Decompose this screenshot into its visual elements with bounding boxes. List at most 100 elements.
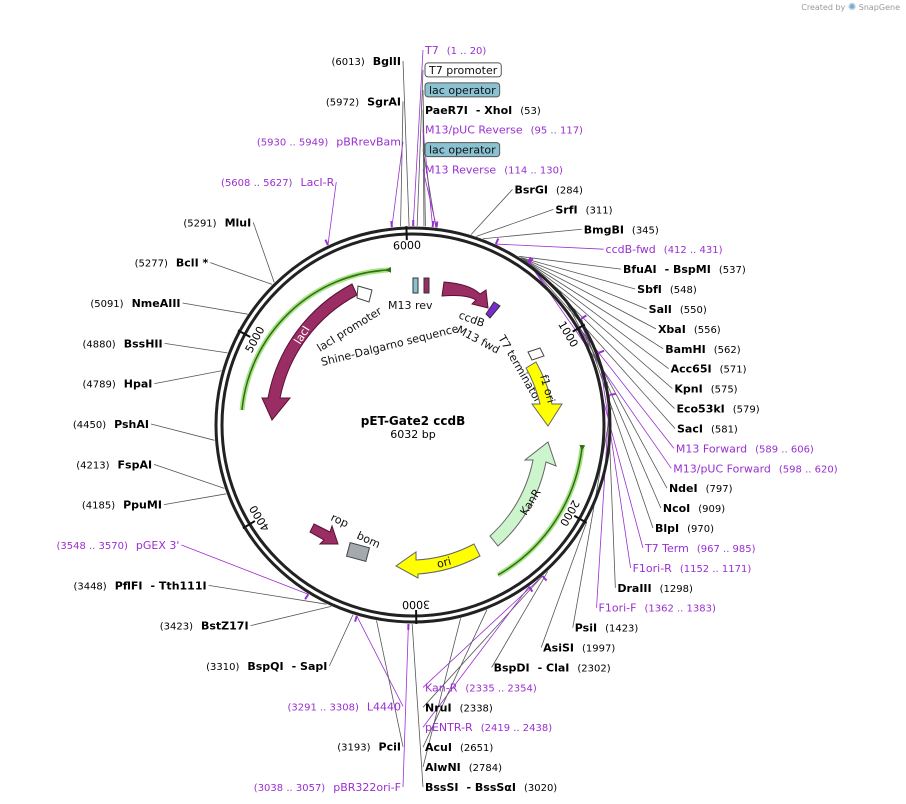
site-name: M13/pUC Reverse <box>425 124 523 137</box>
site-label: Kan-R(2335 .. 2354) <box>425 681 537 694</box>
site-name: HpaI <box>124 378 153 391</box>
leader-m13-reverse <box>422 169 437 228</box>
enzyme-site-bamhi[interactable]: BamHI(562) <box>665 343 741 356</box>
site-coord: (2302) <box>577 663 610 674</box>
site-name: SbfI <box>637 283 662 296</box>
primer-site-pgex-3[interactable]: (3548 .. 3570)pGEX 3' <box>56 539 179 552</box>
site-name: FspAI <box>118 458 153 471</box>
primer-site-laci-r[interactable]: (5608 .. 5627)LacI-R <box>221 176 335 189</box>
site-coord: (5608 .. 5627) <box>221 178 293 189</box>
enzyme-site-pflfi[interactable]: (3448)PflFI- Tth111I <box>73 579 206 592</box>
enzyme-site-eco53ki[interactable]: Eco53kI(579) <box>676 403 759 416</box>
enzyme-site-nrui[interactable]: NruI(2338) <box>425 701 493 714</box>
enzyme-site-kpni[interactable]: KpnI(575) <box>674 383 737 396</box>
feature-box-lac-operator[interactable]: lac operator <box>424 82 501 98</box>
site-name: PciI <box>379 741 401 754</box>
enzyme-site-hpai[interactable]: (4789)HpaI <box>83 378 153 391</box>
enzyme-site-blpi[interactable]: BlpI(970) <box>655 522 714 535</box>
site-label: Eco53kI(579) <box>676 403 759 416</box>
enzyme-site-bspqi[interactable]: (3310)BspQI- SapI <box>206 660 327 673</box>
leader-laci-r <box>327 181 337 246</box>
feature-rop[interactable]: rop <box>309 511 351 545</box>
enzyme-site-fspai[interactable]: (4213)FspAI <box>76 458 152 471</box>
feature-box-t7-promoter[interactable]: T7 promoter <box>424 62 502 78</box>
enzyme-site-pshai[interactable]: (4450)PshAI <box>73 418 149 431</box>
site-name: NcoI <box>663 502 690 515</box>
primer-site-f1ori-r[interactable]: F1ori-R(1152 .. 1171) <box>633 562 752 575</box>
site-coord: (589 .. 606) <box>755 444 814 455</box>
enzyme-site-pcii[interactable]: (3193) PciI <box>337 741 401 754</box>
site-name: PaeR7I <box>425 104 468 117</box>
enzyme-site-mlui[interactable]: (5291)MluI <box>183 216 251 229</box>
site-coord: (571) <box>720 365 747 376</box>
site-label: Acc65I(571) <box>671 363 747 376</box>
enzyme-site-asisi[interactable]: AsiSI(1997) <box>543 642 615 655</box>
primer-site-f1ori-f[interactable]: F1ori-F(1362 .. 1383) <box>599 602 716 615</box>
enzyme-site-bsrgi[interactable]: BsrGI(284) <box>515 183 583 196</box>
enzyme-site-acui[interactable]: AcuI(2651) <box>425 741 493 754</box>
enzyme-site-ppumi[interactable]: (4185)PpuMI <box>82 499 162 512</box>
site-label: (3291 .. 3308) L4440 <box>287 700 401 713</box>
primer-site-m13-puc-reverse[interactable]: M13/pUC Reverse(95 .. 117) <box>425 124 583 137</box>
site-label: (4213)FspAI <box>76 458 152 471</box>
feature-bom[interactable]: bom <box>345 529 383 562</box>
primer-site-l4440[interactable]: (3291 .. 3308) L4440 <box>287 700 401 713</box>
tick-2000 <box>573 514 587 524</box>
primer-site-kan-r[interactable]: Kan-R(2335 .. 2354) <box>425 681 537 694</box>
site-coord: (3193) <box>337 743 370 754</box>
site-coord: (967 .. 985) <box>697 544 756 555</box>
enzyme-site-bstz17i[interactable]: (3423)BstZ17I <box>160 620 249 633</box>
primer-site-pbrrevbam[interactable]: (5930 .. 5949)pBRrevBam <box>257 136 401 149</box>
enzyme-site-bsssi[interactable]: BssSI- BssSαI(3020) <box>425 781 557 794</box>
leader-bsshii <box>164 342 228 354</box>
box-label: lac operator <box>429 84 496 97</box>
enzyme-site-sbfi[interactable]: SbfI(548) <box>637 283 697 296</box>
enzyme-site-bfuai[interactable]: BfuAI- BspMI(537) <box>623 263 746 276</box>
primer-site-t7-term[interactable]: T7 Term(967 .. 985) <box>644 542 756 555</box>
enzyme-site-xbai[interactable]: XbaI(556) <box>658 323 721 336</box>
site-label: (4789)HpaI <box>83 378 153 391</box>
enzyme-site-paer7i[interactable]: PaeR7I- XhoI(53) <box>425 104 541 117</box>
primer-site-m13-forward[interactable]: M13 Forward(589 .. 606) <box>676 442 814 455</box>
site-coord: (3291 .. 3308) <box>287 702 359 713</box>
feature-f1-ori[interactable]: f1 ori <box>525 361 563 427</box>
enzyme-site-alwni[interactable]: AlwNI(2784) <box>425 761 502 774</box>
enzyme-site-saci[interactable]: SacI(581) <box>677 422 738 435</box>
site-coord: (1298) <box>660 584 693 595</box>
enzyme-site-acc65i[interactable]: Acc65I(571) <box>671 363 747 376</box>
site-name: pGEX 3' <box>136 539 180 552</box>
site-name: pBRrevBam <box>336 136 401 149</box>
primer-site-ccdb-fwd[interactable]: ccdB-fwd(412 .. 431) <box>606 243 723 256</box>
enzyme-site-psii[interactable]: PsiI(1423) <box>575 622 639 635</box>
enzyme-site-bglii[interactable]: (6013)BglII <box>332 55 401 68</box>
feature-ccdb[interactable]: ccdB <box>441 281 489 330</box>
primer-site-pentr-r[interactable]: pENTR-R(2419 .. 2438) <box>425 721 552 734</box>
primer-mark-pbrrevbam <box>390 221 393 228</box>
plasmid-size: 6032 bp <box>390 428 435 441</box>
primer-site-pbr322ori-f[interactable]: (3038 .. 3057)pBR322ori-F <box>254 781 401 794</box>
primer-site-m13-puc-forward[interactable]: M13/pUC Forward(598 .. 620) <box>673 462 837 475</box>
enzyme-site-draiii[interactable]: DraIII(1298) <box>617 582 693 595</box>
enzyme-site-sgrai[interactable]: (5972)SgrAI <box>326 95 401 108</box>
primer-site-t7[interactable]: T7(1 .. 20) <box>424 44 486 57</box>
site-coord: (3038 .. 3057) <box>254 783 326 794</box>
enzyme-site-srfi[interactable]: SrfI(311) <box>555 203 612 216</box>
enzyme-site-bcli[interactable]: (5277)BclI * <box>135 257 209 270</box>
enzyme-site-bmgbi[interactable]: BmgBI(345) <box>584 223 659 236</box>
leader-bamhi <box>522 258 664 350</box>
leader-ccdb-fwd <box>495 243 604 250</box>
enzyme-site-bspdi[interactable]: BspDI- ClaI(2302) <box>494 661 611 674</box>
site-label: T7 Term(967 .. 985) <box>644 542 756 555</box>
site-label: (5608 .. 5627)LacI-R <box>221 176 335 189</box>
feature-box-lac-operator[interactable]: lac operator <box>424 142 501 158</box>
site-name: L4440 <box>367 700 401 713</box>
primer-site-m13-reverse[interactable]: M13 Reverse(114 .. 130) <box>425 164 563 177</box>
feature-ori[interactable]: ori <box>395 543 481 579</box>
enzyme-site-sali[interactable]: SalI(550) <box>649 303 707 316</box>
enzyme-site-ncoi[interactable]: NcoI(909) <box>663 502 725 515</box>
enzyme-site-nmeaiii[interactable]: (5091)NmeAIII <box>90 297 180 310</box>
enzyme-site-ndei[interactable]: NdeI(797) <box>669 482 733 495</box>
enzyme-site-bsshii[interactable]: (4880)BssHII <box>82 337 162 350</box>
feature-m13-rev[interactable]: M13 rev <box>388 277 433 312</box>
site-label: NruI(2338) <box>425 701 493 714</box>
